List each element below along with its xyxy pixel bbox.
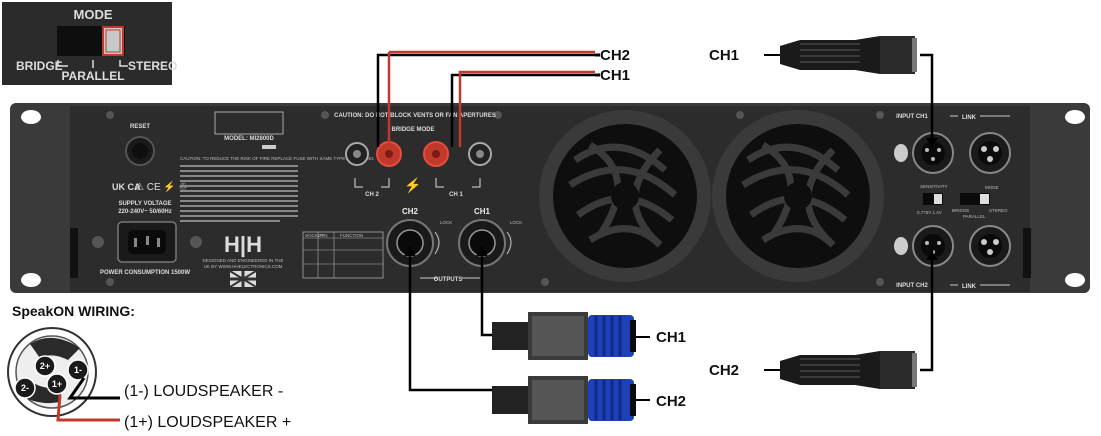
loudspeaker-minus-label: (1-) LOUDSPEAKER - <box>124 383 283 400</box>
ch2-xlr-input[interactable] <box>912 225 954 267</box>
svg-text:⚠ CE ⚡ ♲: ⚠ CE ⚡ ♲ <box>135 180 188 193</box>
ch1-input-release[interactable] <box>894 144 908 162</box>
ch2-input-callout: CH2 <box>709 362 739 379</box>
pin-1minus <box>67 359 89 381</box>
supply-voltage-value: 220-240V~ 50/60Hz <box>118 209 172 215</box>
ch1-top-callout: CH1 <box>600 67 630 84</box>
pin-2plus <box>34 355 56 377</box>
loudspeaker-plus-label: (1+) LOUDSPEAKER + <box>124 414 291 431</box>
ch1-terminal-label: CH 1 <box>449 192 463 198</box>
ch2-output-label: CH2 <box>402 207 419 216</box>
mode-inset-title: MODE <box>74 7 113 22</box>
ch2-xlr-link[interactable] <box>969 225 1011 267</box>
mode-label: MODE <box>985 185 999 190</box>
ch1-input-callout: CH1 <box>709 47 739 64</box>
input-ch2-label: INPUT CH2 <box>896 283 928 289</box>
amplifier-rear-panel: CAUTION: DO NOT BLOCK VENTS OR FAN APERT… <box>10 103 1090 293</box>
connection-wires <box>376 50 934 401</box>
mode-switch-inset: MODE BRIDGE PARALLEL STEREO <box>2 2 177 85</box>
model-label: MODEL: MI2800D <box>224 136 274 142</box>
model-plate <box>214 111 284 135</box>
ukca-mark: UK CA <box>112 182 141 192</box>
pin-1minus-label: 1- <box>74 365 82 375</box>
mode-inset-parallel: PARALLEL <box>61 69 124 83</box>
ch2-terminal-label: CH 2 <box>365 192 379 198</box>
ch1-xlr-input[interactable] <box>912 132 954 174</box>
ch1-lock-label: LOCK <box>510 220 522 225</box>
wire-arrows <box>404 138 938 260</box>
hh-logo: H|H <box>224 232 262 257</box>
ch1-xlr-cable <box>780 36 917 74</box>
mode-inset-stereo: STEREO <box>128 59 177 73</box>
ch1-xlr-link[interactable] <box>969 132 1011 174</box>
rack-hole-top-left <box>21 110 41 124</box>
reset-label: RESET <box>130 124 150 130</box>
rear-mode-parallel: PARALLEL <box>963 214 986 219</box>
pin-1plus <box>46 373 68 395</box>
mode-switch-knob[interactable] <box>102 26 124 56</box>
rack-hole-top-right <box>1065 110 1085 124</box>
mode-inset-bridge: BRIDGE <box>16 59 63 73</box>
designed-line-2: UK BY WWW.HHELECTRONICS.COM <box>204 264 283 269</box>
rear-mode-stereo: STEREO <box>989 208 1008 213</box>
pin-2plus-label: 2+ <box>40 361 50 371</box>
input-ch1-label: INPUT CH1 <box>896 114 928 120</box>
fan-grille-left <box>539 110 711 282</box>
bridge-mode-label: BRIDGE MODE <box>391 127 434 133</box>
ch2-top-callout: CH2 <box>600 47 630 64</box>
ch2-input-release[interactable] <box>894 237 908 255</box>
binding-posts: BRIDGE MODE ⚡ CH 2 CH 1 <box>345 127 492 198</box>
rear-mode-bridge: BRIDGE <box>952 208 969 213</box>
table-header-pin: PIN <box>320 233 328 238</box>
table-header-socket: SOCKET <box>305 233 324 238</box>
caution-block-text: CAUTION: TO REDUCE THE RISK OF FIRE REPL… <box>180 156 375 161</box>
outputs-label: OUTPUTS <box>434 277 463 283</box>
rack-hole-bottom-left <box>21 273 41 287</box>
pin-function-table: SOCKET PIN FUNCTION <box>302 231 384 279</box>
link-label-bottom: LINK <box>962 284 977 290</box>
link-label-top: LINK <box>962 115 977 121</box>
speakon-wiring-diagram: 2+ 1+ 2- 1- <box>7 327 120 422</box>
sensitivity-values: 0.775V 1.4V <box>917 210 942 215</box>
speakon-wiring-title: SpeakON WIRING: <box>12 303 135 319</box>
pin-1plus-label: 1+ <box>52 379 62 389</box>
pin-2minus <box>14 377 36 399</box>
ch2-speakon-callout: CH2 <box>656 393 686 410</box>
ch1-output-label: CH1 <box>474 207 491 216</box>
sensitivity-label: SENSITIVITY <box>920 184 948 189</box>
ch2-speakon-plug <box>492 376 636 424</box>
designed-line-1: DESIGNED AND ENGINEERED IN THE <box>203 258 284 263</box>
power-consumption-label: POWER CONSUMPTION 1500W <box>100 270 190 276</box>
supply-voltage-label: SUPPLY VOLTAGE <box>118 201 171 207</box>
ch2-lock-label: LOCK <box>440 220 452 225</box>
bolt-icon: ⚡ <box>404 177 421 194</box>
rack-hole-bottom-right <box>1065 273 1085 287</box>
fan-grille-right <box>712 110 884 282</box>
uk-flag-icon <box>229 270 257 288</box>
ch1-speakon-callout: CH1 <box>656 329 686 346</box>
caution-vents-text: CAUTION: DO NOT BLOCK VENTS OR FAN APERT… <box>334 113 496 119</box>
pin-2minus-label: 2- <box>21 383 29 393</box>
table-header-function: FUNCTION <box>340 233 363 238</box>
ch1-speakon-plug <box>492 312 636 360</box>
ch2-xlr-cable <box>780 351 917 389</box>
ch1-speakon-output[interactable] <box>458 219 506 267</box>
